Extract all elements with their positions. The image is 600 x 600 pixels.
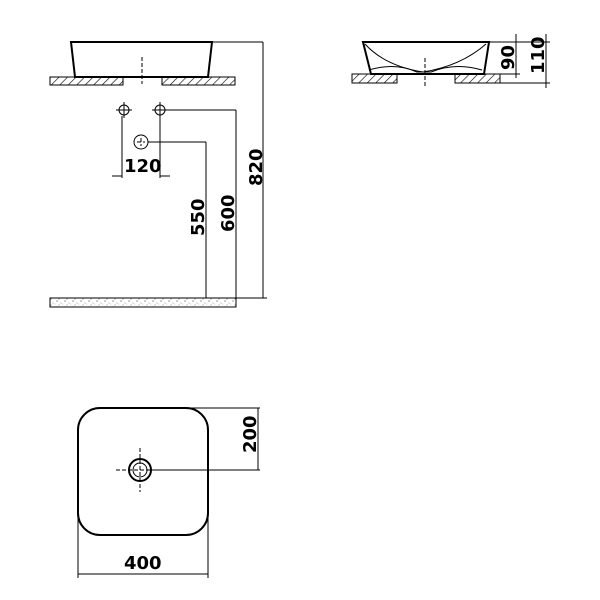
countertop-right xyxy=(161,76,236,86)
side-view: 90 110 xyxy=(351,34,550,88)
front-view: 120 820 600 550 xyxy=(49,41,267,308)
floor-slab xyxy=(49,297,237,308)
dim-inner-depth: 90 xyxy=(498,45,519,70)
dim-overall-height: 820 xyxy=(246,148,267,186)
dim-overall-depth: 110 xyxy=(528,36,549,74)
side-countertop-left xyxy=(351,73,398,84)
top-view: 200 400 xyxy=(77,407,261,578)
drain-symbol xyxy=(133,134,149,150)
dim-drain-offset: 200 xyxy=(240,415,261,453)
dim-upper-mount-height: 600 xyxy=(218,194,239,232)
side-countertop-right xyxy=(454,73,501,84)
tap-left-symbol xyxy=(116,102,132,118)
basin-top-outline xyxy=(77,407,209,536)
countertop-left xyxy=(49,76,124,86)
dim-tap-spacing: 120 xyxy=(124,156,162,177)
dim-lower-mount-height: 550 xyxy=(188,198,209,236)
tap-right-symbol xyxy=(152,102,168,118)
dim-width: 400 xyxy=(124,553,162,574)
